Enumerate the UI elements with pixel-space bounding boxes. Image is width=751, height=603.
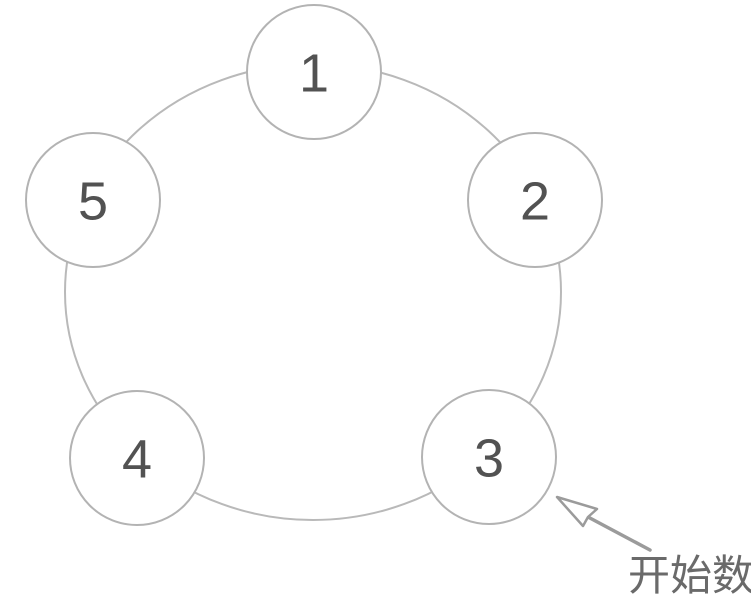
annotation-start-label: 开始数 bbox=[628, 552, 751, 599]
node-5-label: 5 bbox=[78, 171, 108, 231]
node-3-circle bbox=[421, 389, 557, 525]
node-4: 4 bbox=[69, 390, 205, 526]
node-1-circle bbox=[246, 4, 382, 140]
arrow-shaft bbox=[586, 515, 652, 552]
node-1-label: 1 bbox=[299, 43, 329, 103]
node-3: 3 bbox=[421, 389, 557, 525]
arrow-head bbox=[555, 495, 599, 528]
node-4-label: 4 bbox=[122, 429, 152, 489]
node-3-label: 3 bbox=[474, 428, 504, 488]
node-4-circle bbox=[69, 390, 205, 526]
node-2: 2 bbox=[467, 132, 603, 268]
node-5-circle bbox=[25, 132, 161, 268]
node-2-label: 2 bbox=[520, 171, 550, 231]
node-1: 1 bbox=[246, 4, 382, 140]
start-arrow-icon bbox=[555, 495, 652, 552]
node-5: 5 bbox=[25, 132, 161, 268]
node-2-circle bbox=[467, 132, 603, 268]
